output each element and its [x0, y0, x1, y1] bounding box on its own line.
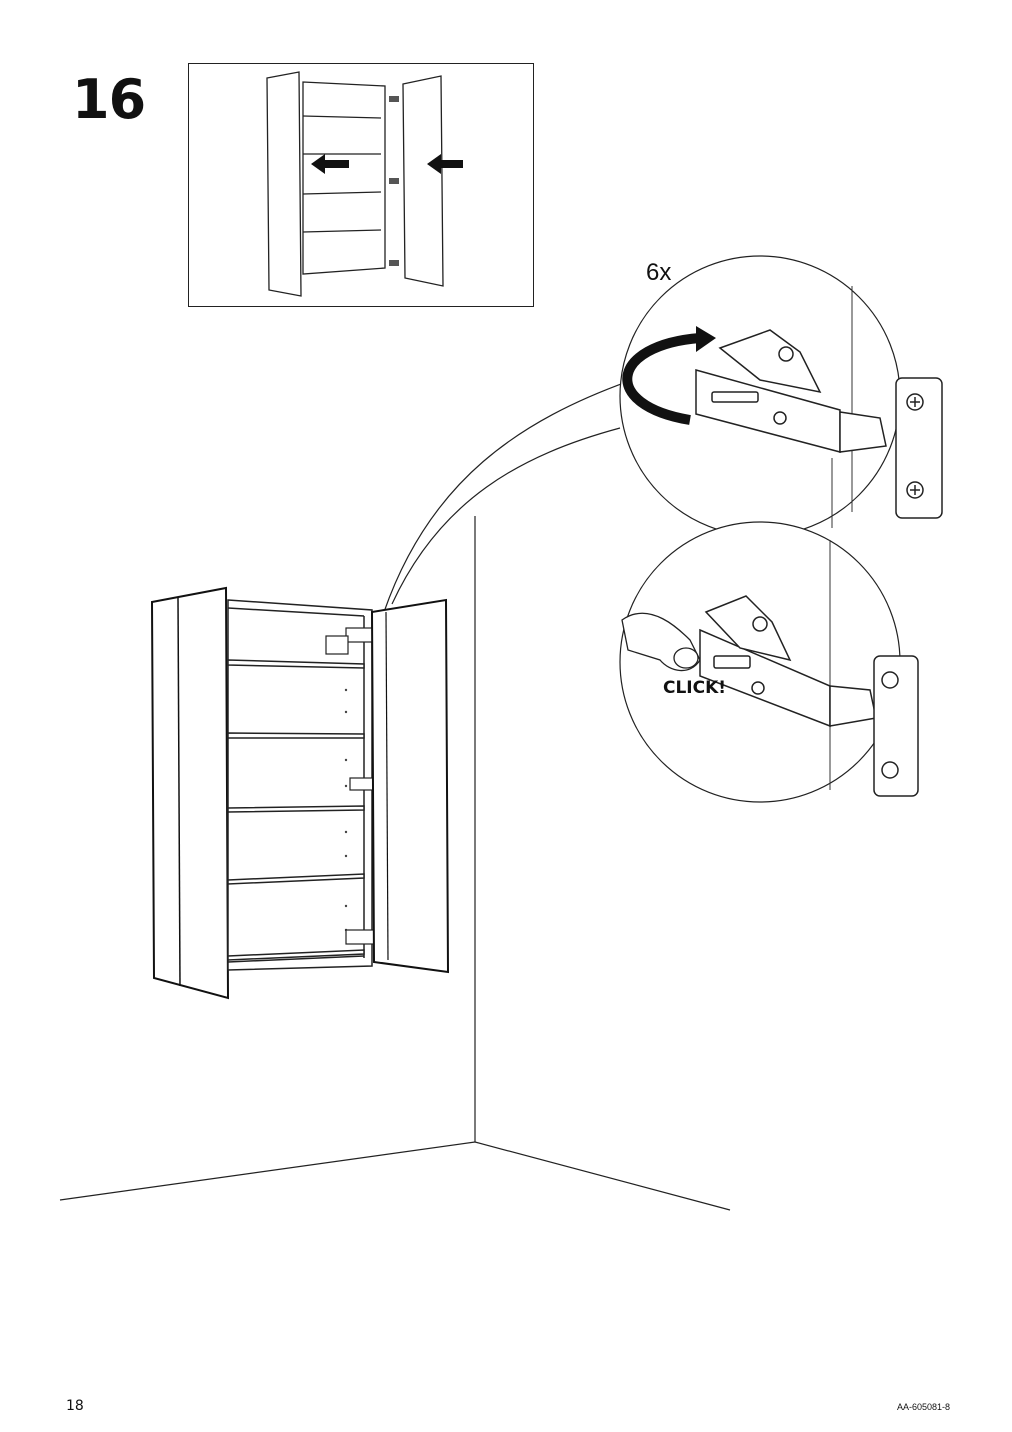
mounting-plate-lower-icon	[873, 655, 919, 797]
detail-circle-rotate	[619, 255, 943, 537]
quantity-callout: 6x	[646, 259, 672, 286]
leader-curve-upper	[383, 379, 633, 613]
document-code: AA-605081-8	[896, 1402, 950, 1412]
finger-icon	[621, 612, 701, 672]
leader-curve-lower	[391, 427, 621, 605]
push-arrows-icon	[311, 154, 463, 174]
detail-circle-click	[619, 521, 919, 803]
mounting-plate-icon	[895, 377, 943, 519]
cabinet-right-door	[370, 598, 450, 974]
cabinet-left-door	[150, 586, 230, 1000]
cabinet-shelves	[227, 659, 365, 961]
overview-drawing	[266, 71, 463, 297]
page-number: 18	[66, 1398, 84, 1414]
overview-inset	[188, 63, 534, 307]
click-callout: CLICK!	[663, 678, 727, 698]
floor-line-right	[474, 1141, 731, 1211]
step-number: 16	[72, 68, 146, 131]
hinge-arm-icon	[695, 329, 887, 453]
rotate-arrow-icon	[622, 333, 701, 425]
floor-line-left	[59, 1141, 476, 1201]
